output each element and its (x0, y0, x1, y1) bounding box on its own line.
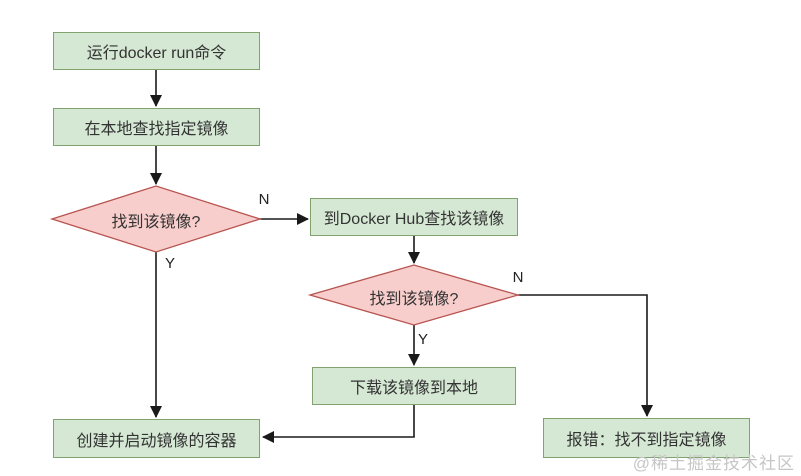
edge-download-to-create (262, 405, 415, 443)
edge-label-local-no: N (258, 191, 270, 208)
node-create-container: 创建并启动镜像的容器 (53, 419, 260, 458)
node-find-hub: 到Docker Hub查找该镜像 (310, 198, 518, 236)
node-find-local: 在本地查找指定镜像 (53, 108, 260, 146)
decision-local-diamond (49, 185, 263, 253)
decision-local-label: 找到该镜像? (111, 214, 201, 231)
edge-label-hub-no: N (512, 269, 524, 286)
watermark: @稀土掘金技术社区 (632, 454, 795, 473)
edge-decision-hub-no (518, 294, 653, 417)
node-error: 报错：找不到指定镜像 (543, 418, 750, 458)
edge-label-hub-yes: Y (417, 331, 428, 348)
edge-label-local-yes: Y (164, 255, 175, 272)
decision-hub-label: 找到该镜像? (369, 291, 459, 308)
node-run-command: 运行docker run命令 (53, 32, 260, 70)
node-download: 下载该镜像到本地 (312, 367, 516, 405)
decision-hub-diamond (307, 264, 521, 326)
